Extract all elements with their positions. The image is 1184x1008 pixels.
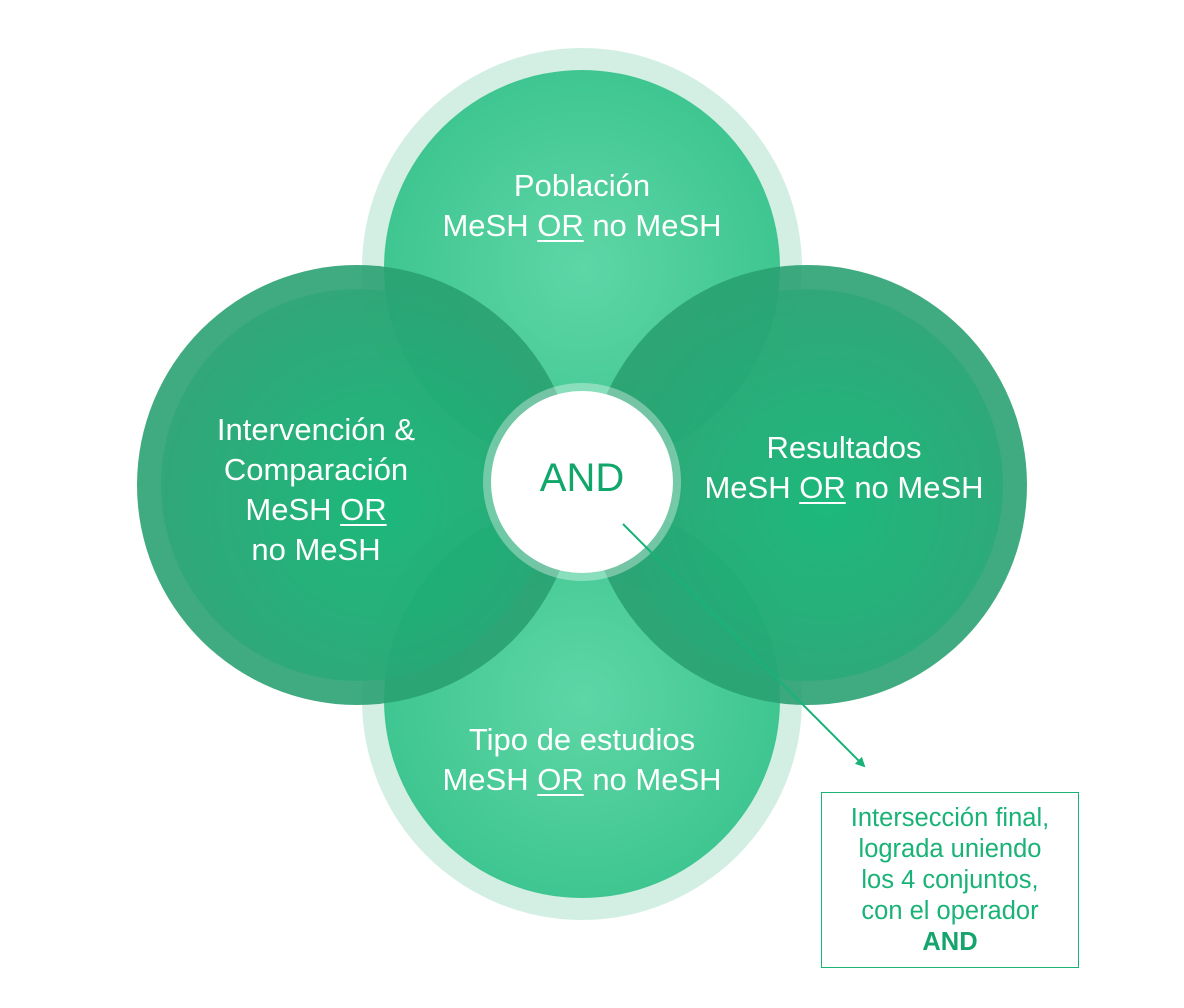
set-label-poblacion: Población MeSH OR no MeSH [402, 166, 762, 246]
intervencion-title-1: Intervención & [216, 412, 416, 447]
intervencion-subtitle-2: no MeSH [251, 532, 381, 567]
set-label-intervencion: Intervención & Comparación MeSH OR no Me… [166, 410, 466, 570]
note-line-4: con el operador [861, 897, 1039, 925]
set-circle-resultados [587, 265, 1027, 705]
resultados-subtitle: MeSH OR no MeSH [704, 470, 984, 505]
note-line-3: los 4 conjuntos, [861, 866, 1039, 894]
poblacion-subtitle: MeSH OR no MeSH [442, 208, 722, 243]
intersection-note-box: Intersección final, lograda uniendo los … [821, 792, 1079, 968]
set-label-resultados: Resultados MeSH OR no MeSH [664, 428, 1024, 508]
note-emphasis: AND [922, 928, 978, 956]
poblacion-title: Población [513, 168, 651, 203]
set-label-tipo-estudios: Tipo de estudios MeSH OR no MeSH [402, 720, 762, 800]
intervencion-subtitle: MeSH OR [245, 492, 387, 527]
intervencion-title-2: Comparación [223, 452, 409, 487]
pointer-arrow [622, 523, 866, 768]
tipo-estudios-title: Tipo de estudios [468, 722, 696, 757]
note-line-2: lograda uniendo [858, 835, 1042, 863]
note-line-1: Intersección final, [850, 804, 1050, 832]
tipo-estudios-subtitle: MeSH OR no MeSH [442, 762, 722, 797]
set-circle-intervencion [137, 265, 577, 705]
center-operator-label: AND [539, 456, 625, 500]
resultados-title: Resultados [766, 430, 922, 465]
